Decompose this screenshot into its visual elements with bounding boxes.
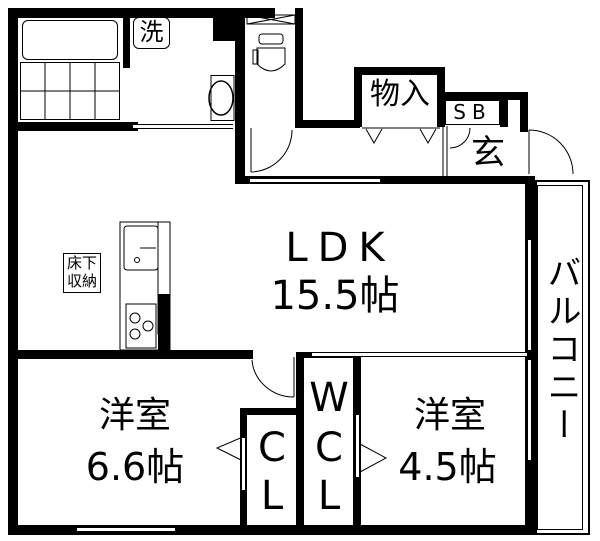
storage-label: 物入 [370, 77, 430, 112]
wall-top-toilet [235, 8, 275, 18]
entrance-label: 玄 [471, 133, 505, 173]
closet-door [215, 435, 246, 463]
wall-hall-top [295, 120, 360, 128]
washer-label-box [133, 17, 170, 49]
wall-wash-right [213, 8, 238, 41]
balcony-inner [537, 185, 583, 530]
wcl-door [360, 443, 388, 473]
closet-door-slide [241, 438, 246, 490]
entrance-step [442, 126, 471, 178]
wall-kitchen-partition [158, 294, 170, 354]
western-room-2-name: 洋室 [413, 395, 486, 436]
washer-label: 洗 [139, 18, 164, 46]
wall-ldk-bottom [8, 350, 253, 359]
western-room-2-size: 4.5帖 [398, 445, 497, 489]
wall-bath-right [123, 8, 130, 68]
closet-line2: L [260, 473, 284, 519]
ldk-size: 15.5帖 [270, 273, 400, 319]
wall-hall-bottom [235, 176, 535, 184]
wall-right-lower [525, 178, 535, 535]
front-door [528, 129, 574, 175]
wall-bath-bottom [8, 122, 138, 131]
wall-entrance-right [520, 92, 528, 132]
storage-doors [362, 127, 440, 145]
window-ldk-balcony [527, 240, 532, 350]
toilet [246, 14, 296, 72]
shoe-box [445, 100, 500, 125]
underfloor-storage-line1: 床下 [66, 254, 97, 272]
wall-left [8, 8, 18, 535]
underfloor-storage-line2: 収納 [66, 272, 97, 290]
wall-storage-left [354, 67, 362, 127]
wcl-line2: C [315, 425, 343, 471]
wall-sb-right [500, 92, 508, 127]
wall-toilet-left [235, 8, 245, 183]
western-room-1-size: 6.6帖 [85, 445, 185, 489]
western-room-1-name: 洋室 [98, 395, 171, 436]
ldk-name: LDK [285, 225, 395, 271]
wall-sb-top [437, 92, 527, 100]
window-bedroom2-balcony [527, 360, 532, 460]
bath-floor-grid [20, 62, 120, 120]
wall-toilet-right [295, 8, 303, 128]
bathtub [22, 20, 118, 60]
window-hall [250, 178, 380, 183]
wcl-door-slide [355, 415, 360, 477]
bedroom1-door [251, 357, 295, 398]
toilet-door [250, 128, 293, 173]
closet-line1: C [258, 425, 286, 471]
wall-storage-top [354, 67, 444, 75]
wall-cl-top [240, 408, 300, 415]
window-bedroom1 [77, 527, 175, 532]
window-bedroom2 [312, 352, 527, 357]
balcony-label: バルコニー [541, 255, 581, 445]
kitchen-counter [119, 221, 171, 351]
wall-bottom [8, 525, 535, 535]
underfloor-storage-box [63, 253, 101, 293]
window-wash [133, 124, 233, 129]
wcl-line3: L [317, 473, 341, 519]
wcl-line1: W [309, 375, 349, 421]
wall-wcl-left [296, 352, 304, 535]
shoe-box-label: SB [453, 100, 492, 124]
wash-basin [208, 75, 235, 121]
